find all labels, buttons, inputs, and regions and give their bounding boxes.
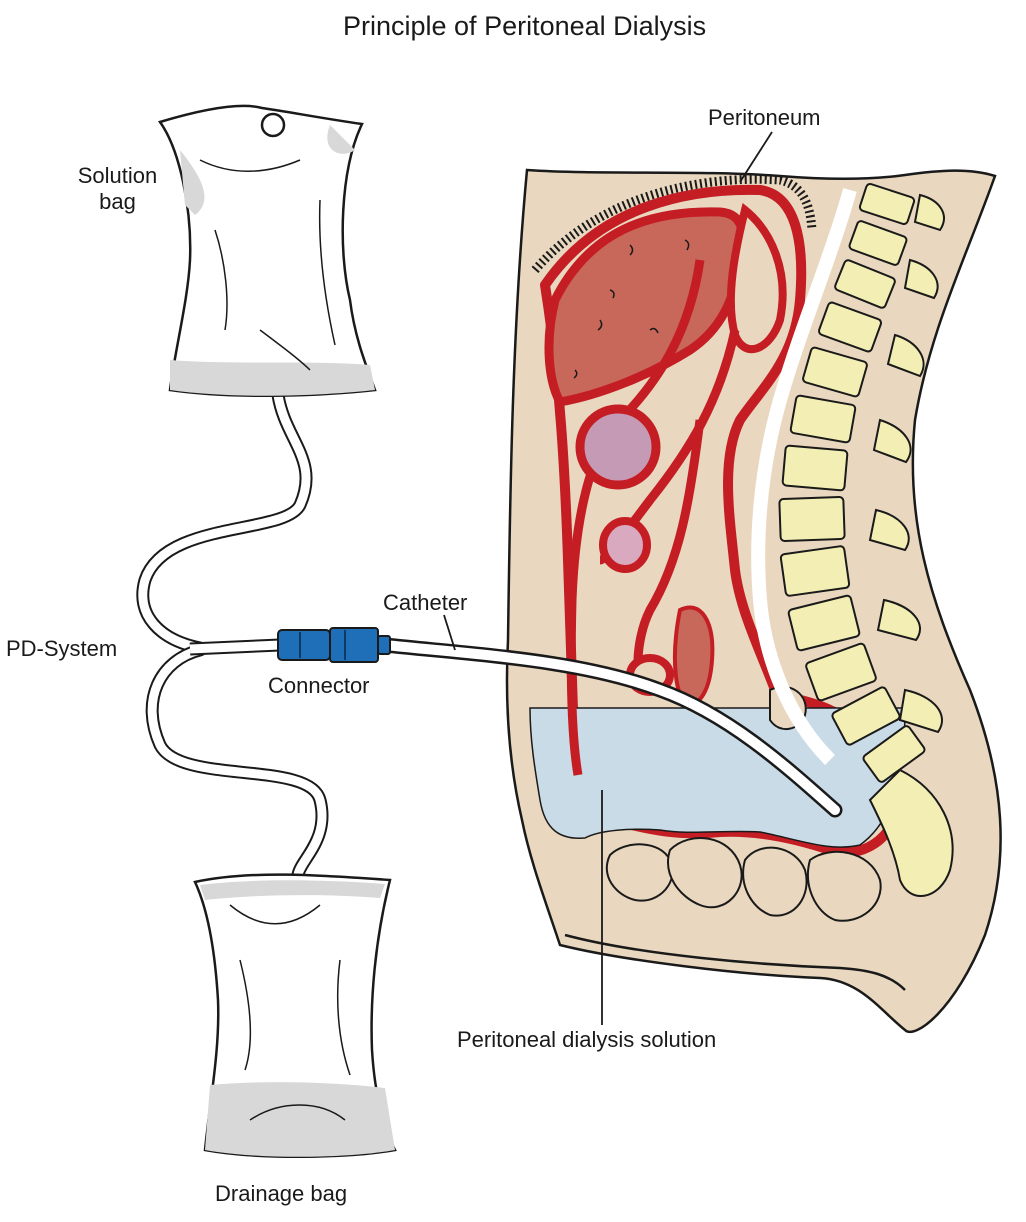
solution-bag-label-line1: Solution [77, 163, 158, 188]
liver-texture [573, 239, 690, 379]
catheter-leader [443, 614, 456, 651]
tube-connector-icon [277, 627, 391, 663]
pancreas-cross-section [575, 404, 661, 490]
pelvic-floor [564, 933, 906, 991]
drainage-bag-label: Drainage bag [215, 1181, 348, 1206]
spinous-processes [868, 193, 945, 734]
duodenum-cross-section [599, 517, 651, 573]
spinal-canal [751, 188, 857, 765]
solution-bag-hanger-hole [260, 112, 286, 138]
mesentery-fold [566, 259, 705, 776]
catheter-label: Catheter [383, 590, 468, 615]
solution-bag-shading [170, 360, 375, 396]
peritoneum-membrane [531, 174, 817, 273]
vertebrae [778, 183, 926, 783]
pd-system-label: PD-System [6, 636, 118, 661]
solution-bag-label: Solution bag [50, 163, 185, 215]
iv-bag-icon [157, 104, 377, 398]
diagram-title: Principle of Peritoneal Dialysis [343, 11, 707, 41]
drainage-bag-fluid [205, 1082, 395, 1157]
peritoneum-leader [739, 131, 773, 183]
dialysis-solution-label: Peritoneal dialysis solution [457, 1027, 717, 1052]
drainage-bag-icon [193, 873, 397, 1158]
abdomen-cross-section [505, 168, 1002, 1034]
solution-bag-label-line2: bag [99, 189, 136, 214]
peritoneum-label: Peritoneum [708, 105, 821, 130]
small-intestine-loops [605, 837, 882, 922]
intestinal-loop-upper [726, 202, 787, 354]
pd-tubing [136, 388, 843, 882]
connector-label: Connector [268, 673, 370, 698]
sacrum [868, 768, 954, 897]
mesentery-fold-3 [633, 419, 705, 682]
leader-lines [443, 131, 773, 1025]
uterus-bladder-region [672, 605, 715, 708]
liver [544, 207, 748, 407]
